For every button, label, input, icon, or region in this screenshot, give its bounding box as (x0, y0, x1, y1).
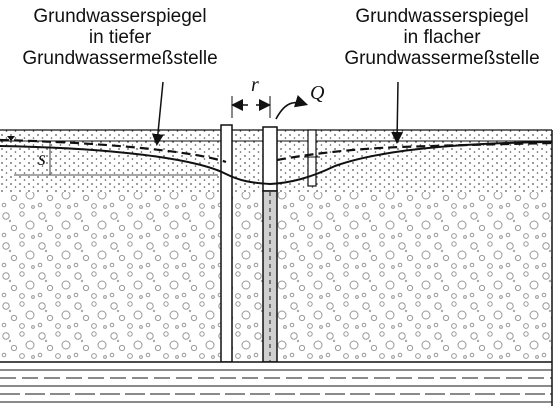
water-table-marker (7, 136, 15, 141)
shallow-well-label-line-3: Grundwassermeßstelle (344, 48, 540, 69)
shallow-well-label-line-2: in flacher (403, 27, 481, 48)
radius-symbol: r (251, 74, 259, 96)
clay-hatching (0, 369, 552, 403)
deep-drawdown-curve (0, 141, 553, 186)
deep-label-arrow (151, 81, 164, 146)
shallow-well-label: Grundwasserspiegel in flacher Grundwasse… (326, 6, 558, 69)
shallow-drawdown-curve (0, 138, 553, 164)
clay-layer (0, 362, 552, 406)
shallow-observation-pipe (307, 129, 317, 187)
deep-well-label-line-3: Grundwassermeßstelle (22, 48, 218, 69)
discharge-symbol: Q (310, 82, 325, 104)
shallow-well-label-line-1: Grundwasserspiegel (355, 6, 529, 27)
deep-observation-pipe (220, 124, 233, 363)
shallow-label-arrow (391, 81, 404, 144)
discharge-arrow (275, 95, 309, 120)
deep-well-label-line-1: Grundwasserspiegel (33, 6, 207, 27)
pumping-well-screen (262, 190, 278, 363)
deep-well-label: Grundwasserspiegel in tiefer Grundwasser… (6, 6, 234, 69)
drawdown-symbol: s (38, 148, 46, 170)
pumping-well-casing (262, 126, 278, 192)
deep-well-label-line-2: in tiefer (88, 27, 152, 48)
